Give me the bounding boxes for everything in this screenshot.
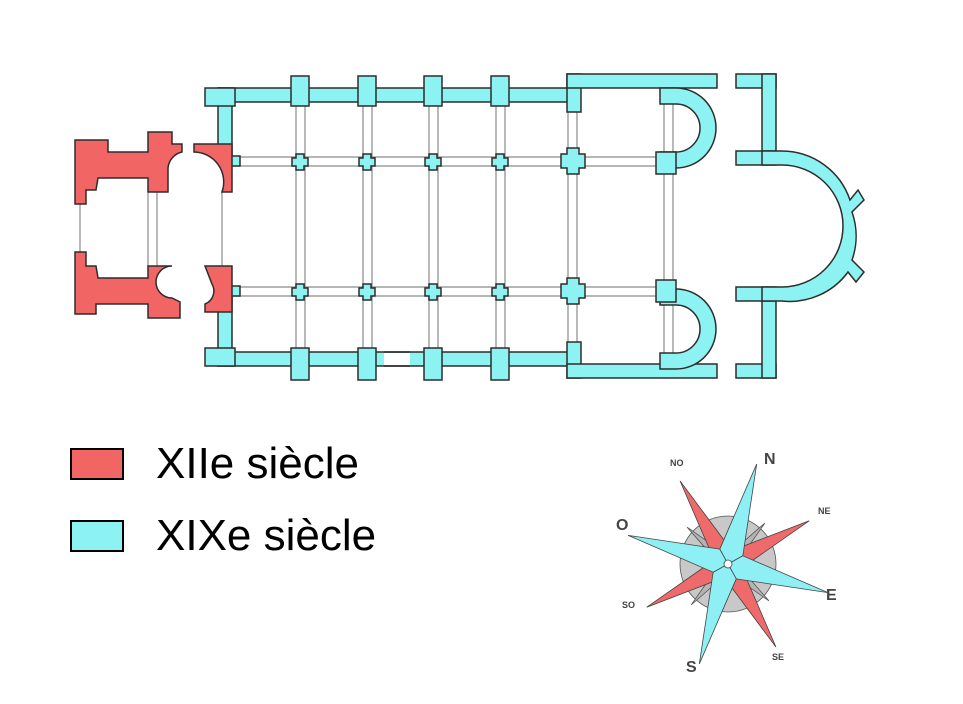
floor-plan: [74, 73, 866, 381]
compass-rose: N NE E SE S SO O NO: [616, 451, 837, 676]
legend-swatch-xix: [70, 520, 124, 552]
xii-century-walls: [74, 131, 233, 319]
legend-label-xix: XIXe siècle: [156, 511, 377, 560]
compass-label-o: O: [616, 517, 628, 534]
legend-item-xii: XIIe siècle: [70, 442, 359, 486]
legend-item-xix: XIXe siècle: [70, 514, 376, 558]
compass-center: [723, 559, 733, 569]
compass-label-ne: NE: [818, 506, 831, 516]
compass-label-s: S: [686, 659, 697, 676]
compass-label-no: NO: [670, 458, 684, 468]
legend-swatch-xii: [70, 448, 124, 480]
compass-label-e: E: [826, 587, 837, 604]
xix-century-walls: [204, 73, 866, 381]
compass-label-se: SE: [772, 652, 784, 662]
compass-red-star: [646, 480, 810, 648]
compass-label-so: SO: [622, 600, 635, 610]
legend-label-xii: XIIe siècle: [156, 439, 359, 488]
compass-label-n: N: [764, 451, 776, 468]
